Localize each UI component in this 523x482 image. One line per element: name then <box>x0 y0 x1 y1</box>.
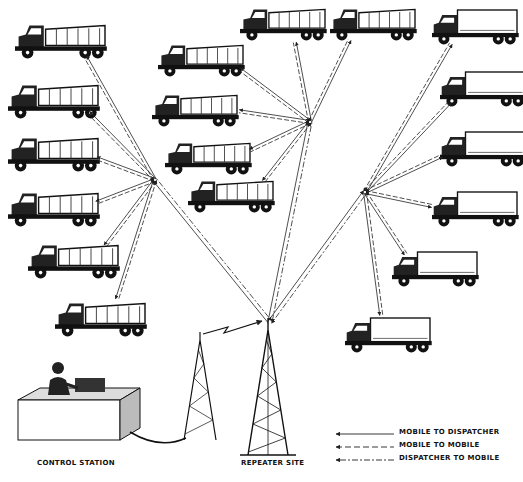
radio-path <box>364 43 450 191</box>
radio-path <box>364 154 441 190</box>
legend-text: MOBILE TO MOBILE <box>399 442 480 450</box>
box-truck <box>432 192 519 226</box>
radio-path <box>311 40 351 122</box>
radio-path <box>84 57 154 180</box>
radio-path <box>366 192 382 315</box>
radio-path <box>251 123 311 151</box>
radio-path <box>309 39 349 121</box>
radio-path <box>364 193 405 255</box>
radio-path <box>104 179 154 245</box>
radio-path <box>366 103 451 193</box>
box-truck <box>440 72 523 106</box>
control-tower <box>184 332 216 440</box>
legend-sample <box>336 447 394 448</box>
site-label: REPEATER SITE <box>240 460 305 468</box>
dump-truck <box>8 139 100 172</box>
radio-path <box>272 122 312 322</box>
radio-path <box>365 193 432 207</box>
radio-path <box>239 113 310 124</box>
radio-path <box>293 43 308 123</box>
radio-link <box>203 321 262 334</box>
radio-path <box>116 180 154 299</box>
radio-path <box>366 157 443 193</box>
radio-path <box>272 193 367 323</box>
site-label: CONTROL STATION <box>36 460 116 468</box>
radio-path <box>265 123 311 182</box>
box-truck <box>440 132 523 166</box>
radio-path <box>268 191 363 321</box>
repeater-tower <box>240 318 296 455</box>
radio-path <box>366 191 407 253</box>
radio-path <box>366 44 452 192</box>
control-desk <box>18 362 186 443</box>
legend-sample <box>336 460 394 461</box>
radio-path <box>97 157 156 179</box>
radio-path <box>240 68 311 121</box>
dump-truck <box>158 45 245 76</box>
legend-text: MOBILE TO DISPATCHER <box>399 429 499 437</box>
box-truck <box>392 252 479 286</box>
radio-path <box>364 101 449 191</box>
dump-truck <box>165 143 252 174</box>
box-truck <box>345 318 432 352</box>
legend-sample <box>336 434 394 435</box>
dump-truck <box>188 181 275 212</box>
radio-path <box>364 192 380 315</box>
radio-path <box>106 181 156 247</box>
box-truck <box>432 10 519 44</box>
dump-truck <box>8 86 100 119</box>
dump-truck <box>240 9 327 40</box>
dump-truck <box>8 194 100 227</box>
radio-path <box>239 110 310 121</box>
dump-truck <box>28 246 120 279</box>
dump-truck <box>55 304 147 337</box>
radio-path <box>96 160 155 182</box>
radio-path <box>118 180 156 299</box>
radio-path <box>89 111 156 179</box>
legend-text: DISPATCHER TO MOBILE <box>399 455 499 463</box>
radio-path <box>296 42 311 122</box>
dump-truck <box>152 95 239 126</box>
radio-path <box>249 121 309 149</box>
dump-truck <box>15 26 107 59</box>
dump-truck <box>330 9 417 40</box>
radio-path <box>268 122 308 322</box>
radio-path <box>365 191 432 205</box>
